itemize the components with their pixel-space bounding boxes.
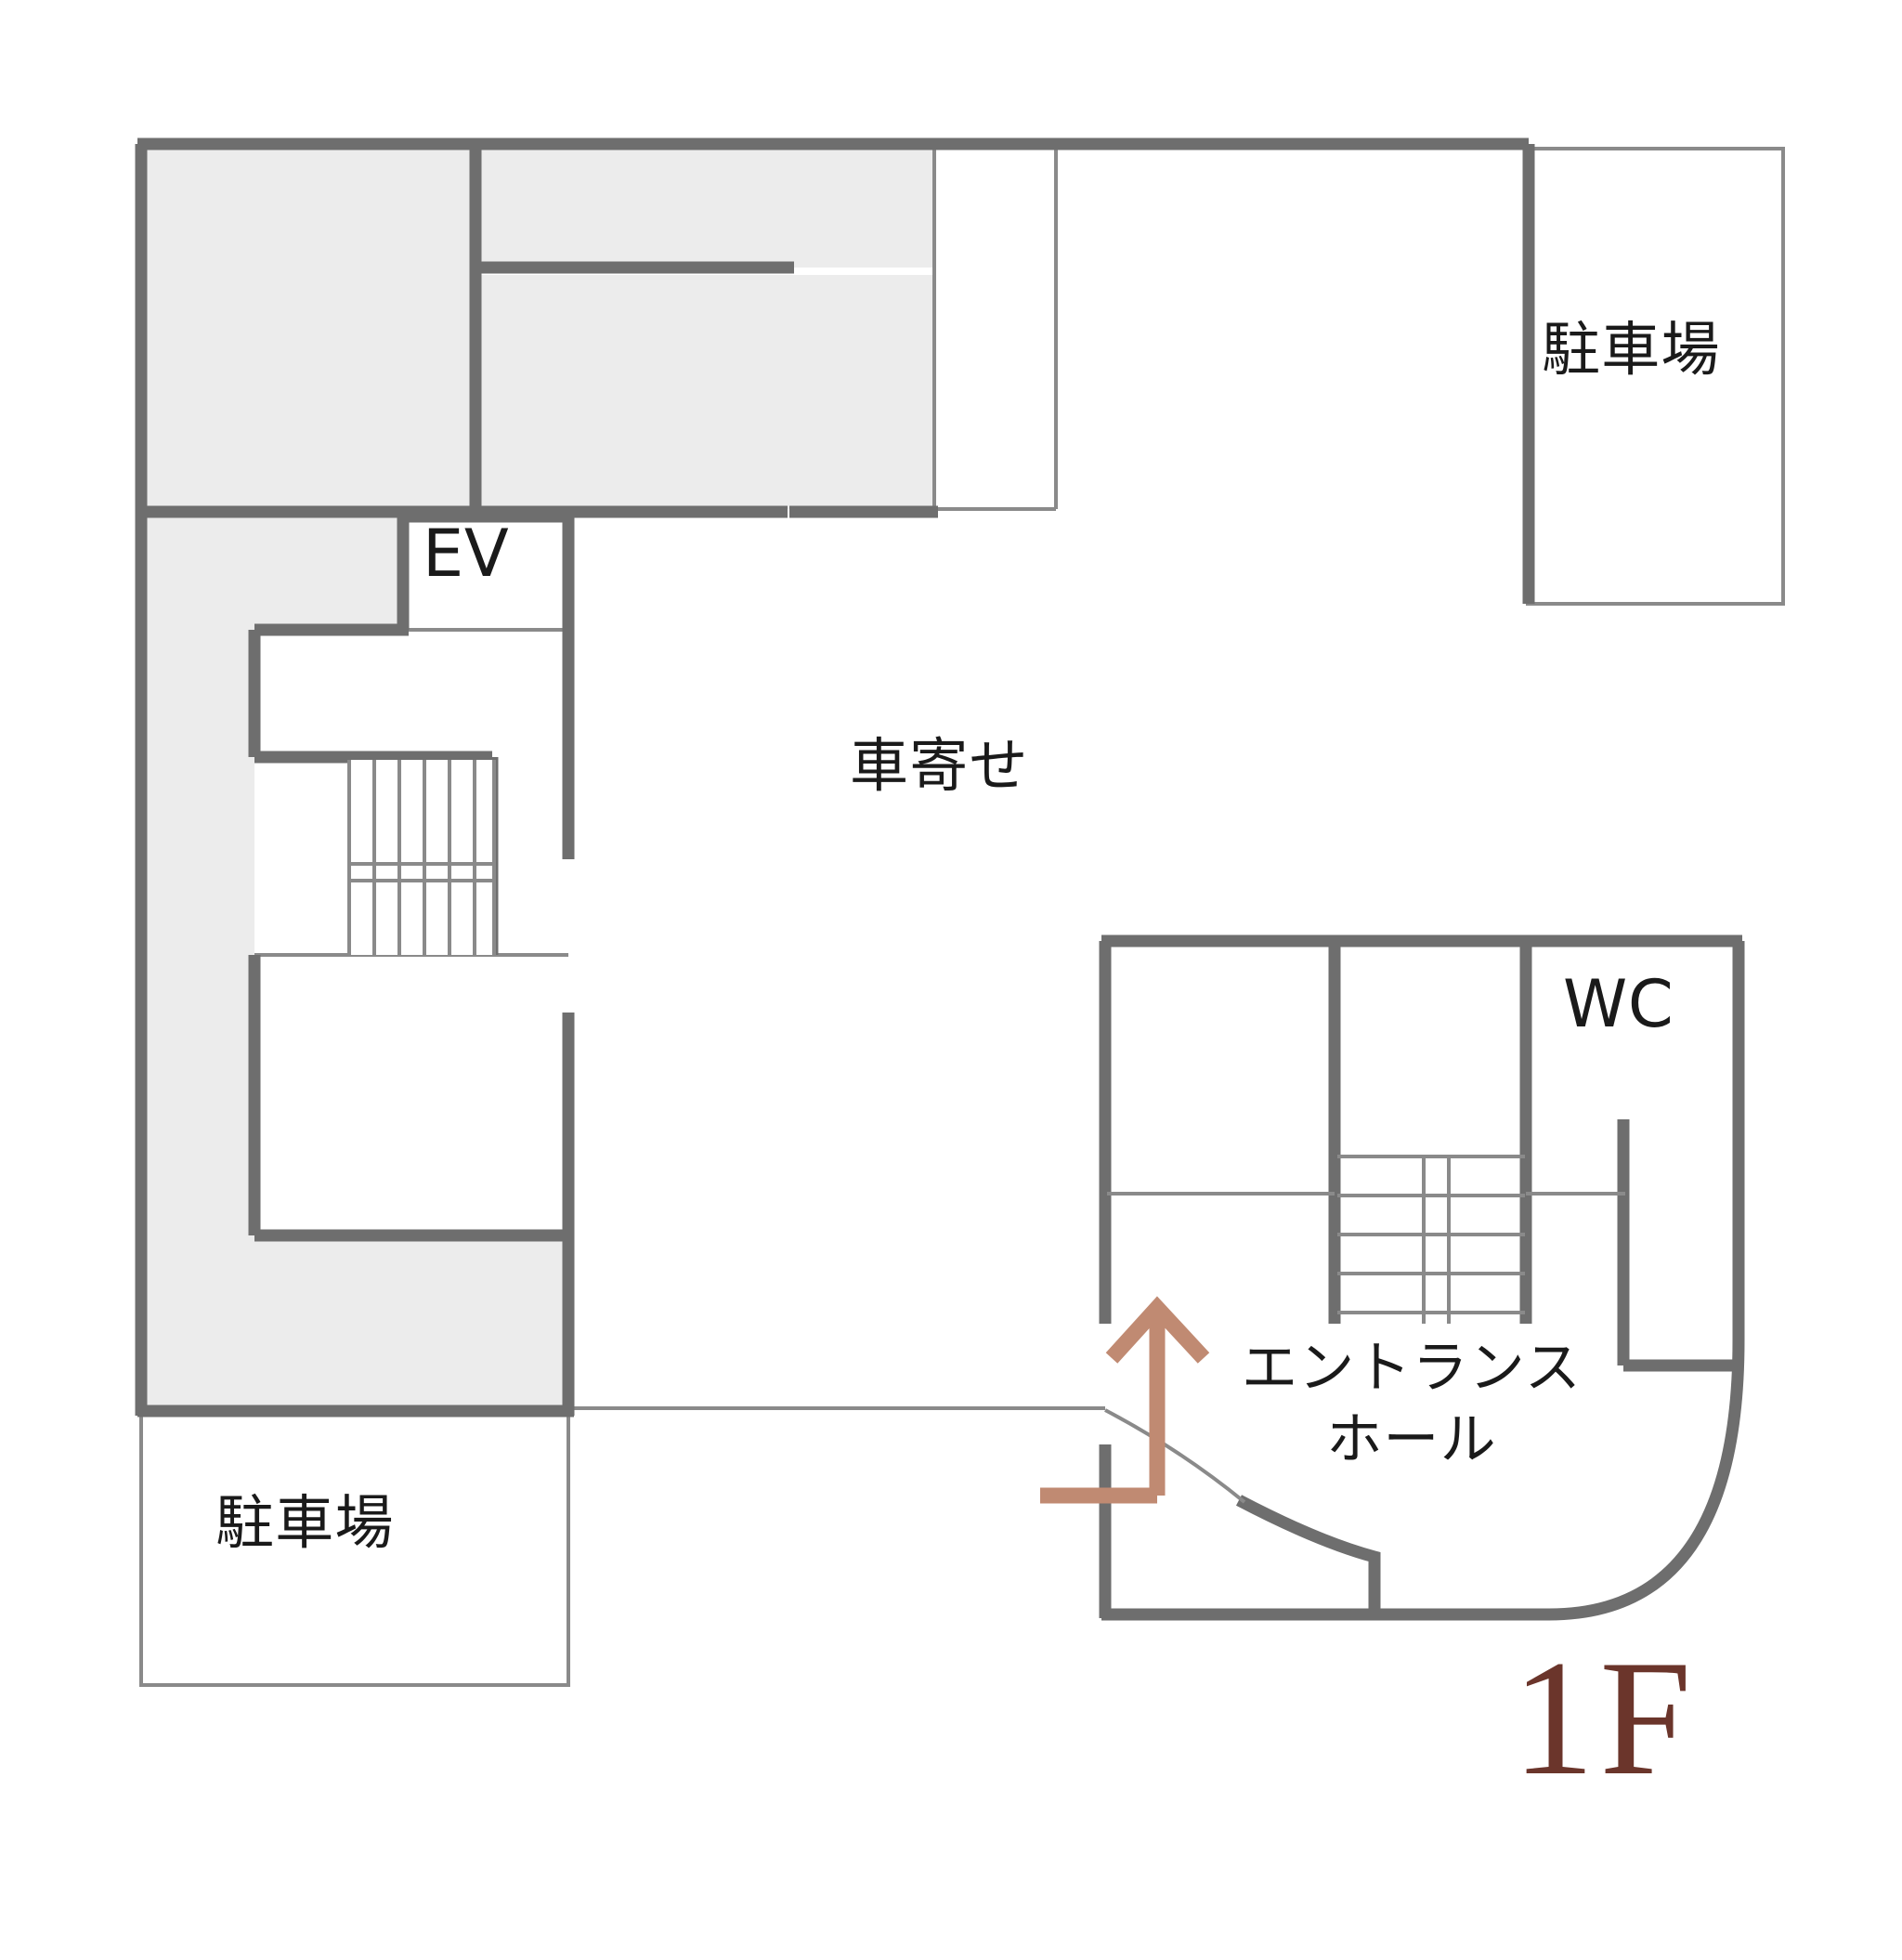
entrance-approach-arrow xyxy=(1040,1296,1210,1504)
thin-internal-lines xyxy=(1104,1192,1625,1504)
stair-west xyxy=(347,760,496,955)
gray-filled-areas xyxy=(141,149,934,1685)
stair-east xyxy=(1337,1155,1525,1324)
structural-walls xyxy=(135,137,1745,1621)
